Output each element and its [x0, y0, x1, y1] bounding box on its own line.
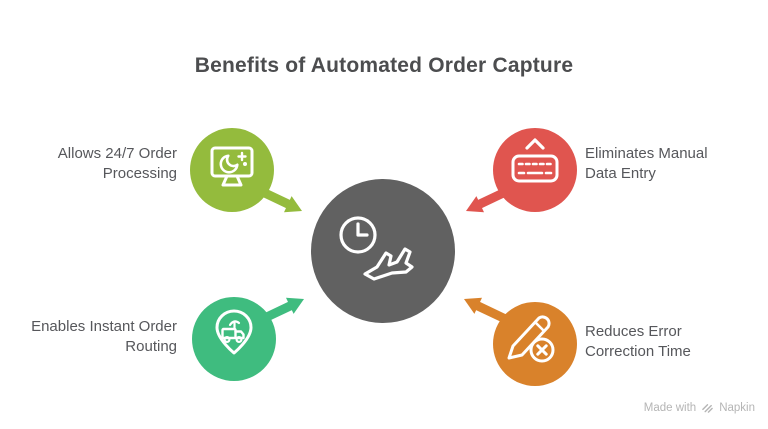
clock-icon	[339, 216, 377, 254]
truck-location-pin-icon	[215, 309, 253, 355]
monitor-night-mode-icon	[210, 146, 254, 187]
label-line: Data Entry	[585, 165, 656, 182]
label-line: Eliminates Manual	[585, 145, 708, 162]
label-line: Correction Time	[585, 343, 691, 360]
watermark-brand: Napkin	[719, 401, 755, 414]
benefit-circle-instant-routing	[192, 297, 276, 381]
benefit-label-manual-data-entry: Eliminates Manual Data Entry	[585, 144, 763, 184]
watermark: Made with Napkin	[644, 401, 755, 414]
benefit-circle-24-7-processing	[190, 128, 274, 212]
napkin-logo-icon	[702, 404, 714, 413]
label-line: Reduces Error	[585, 323, 682, 340]
benefit-circle-error-correction	[493, 302, 577, 386]
label-line: Enables Instant Order	[31, 318, 177, 335]
label-line: Routing	[125, 338, 177, 355]
plane-departure-icon	[363, 247, 414, 281]
benefit-label-instant-routing: Enables Instant Order Routing	[5, 317, 177, 357]
benefit-label-24-7-processing: Allows 24/7 Order Processing	[7, 144, 177, 184]
pencil-error-icon	[507, 315, 555, 363]
watermark-prefix: Made with	[643, 401, 697, 414]
center-circle	[311, 179, 455, 323]
benefit-circle-manual-data-entry	[493, 128, 577, 212]
label-line: Allows 24/7 Order	[57, 145, 177, 162]
page-title: Benefits of Automated Order Capture	[194, 54, 574, 77]
keyboard-icon	[511, 138, 559, 183]
label-line: Processing	[102, 165, 177, 182]
benefit-label-error-correction: Reduces Error Correction Time	[585, 322, 763, 362]
